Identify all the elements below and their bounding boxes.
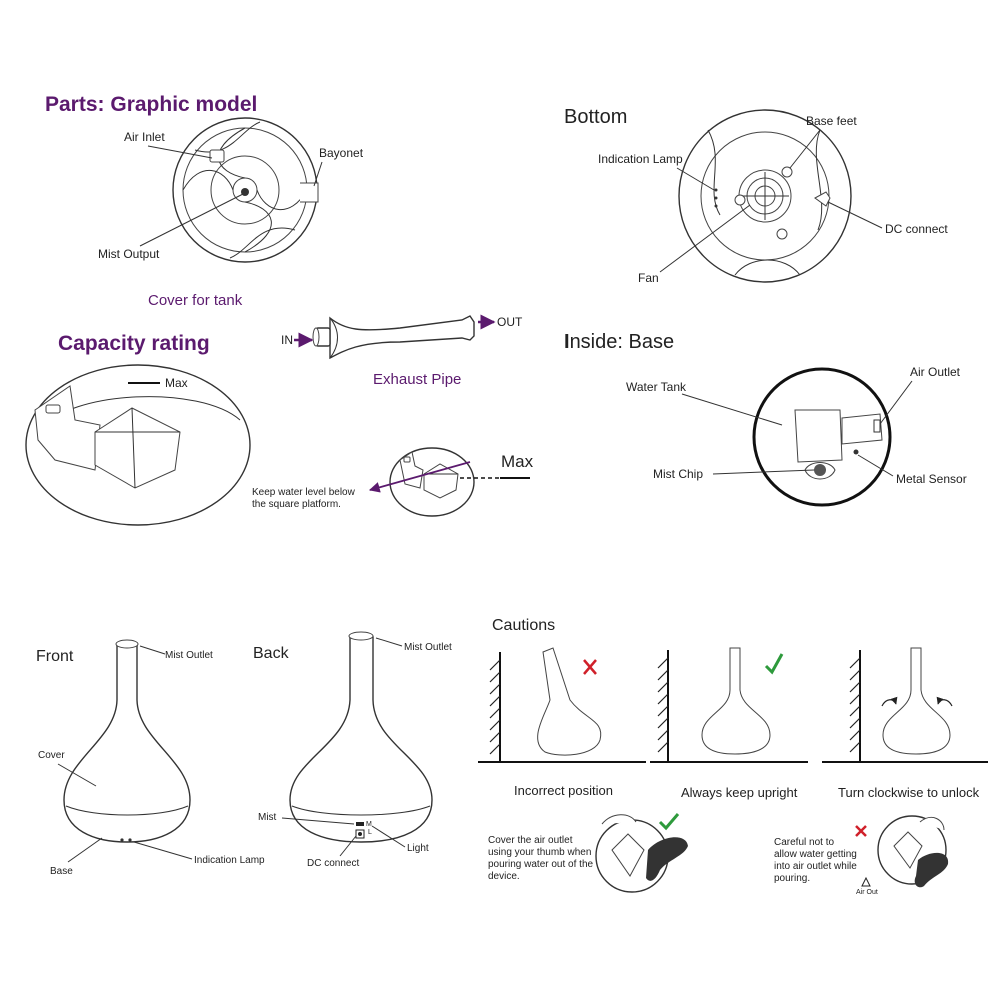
cover-outlet-line-3: pouring water out of the xyxy=(488,859,594,870)
cover-caption: Cover for tank xyxy=(148,292,243,309)
cover-outlet-line-1: Cover the air outlet xyxy=(488,835,573,846)
caution-incorrect-drawing xyxy=(478,647,646,763)
capacity-section: Capacity rating Max Max Keep water level… xyxy=(25,332,534,526)
parts-title: Parts: Graphic model xyxy=(45,93,257,116)
tank-cover-drawing xyxy=(172,117,319,263)
caution-upright-drawing xyxy=(650,647,808,763)
switch-m-label: M xyxy=(366,821,372,828)
parts-section: Parts: Graphic model Air Inlet Bayonet M… xyxy=(45,93,364,309)
always-upright-label: Always keep upright xyxy=(681,785,798,800)
caution-unlock-drawing xyxy=(822,647,988,763)
front-device-drawing xyxy=(63,639,191,843)
front-mist-outlet-label: Mist Outlet xyxy=(165,650,213,661)
capacity-small-drawing xyxy=(368,447,530,517)
inside-base-drawing xyxy=(752,367,892,507)
inside-title-rest: nside: Base xyxy=(570,331,675,353)
keep-water-line2: the square platform. xyxy=(252,499,341,510)
careful-line-4: pouring. xyxy=(774,873,810,884)
air-inlet-label: Air Inlet xyxy=(124,130,165,144)
pour-correct-drawing xyxy=(595,813,688,893)
turn-clockwise-label: Turn clockwise to unlock xyxy=(838,785,980,800)
exhaust-in-label: IN xyxy=(281,333,293,347)
inside-title: Inside: Base xyxy=(564,331,674,353)
capacity-title: Capacity rating xyxy=(58,332,210,355)
water-tank-label: Water Tank xyxy=(626,380,687,394)
keep-water-line1: Keep water level below xyxy=(252,487,356,498)
front-indication-lamp-label: Indication Lamp xyxy=(194,855,265,866)
base-label: Base xyxy=(50,866,73,877)
inside-section: Inside: Base Water Tank Air Outlet Mist … xyxy=(564,331,967,507)
careful-line-1: Careful not to xyxy=(774,837,834,848)
bottom-indication-lamp-label: Indication Lamp xyxy=(598,152,683,166)
careful-line-2: allow water getting xyxy=(774,849,857,860)
cautions-section: Cautions Incorrect position xyxy=(478,617,988,896)
bayonet-label: Bayonet xyxy=(319,146,364,160)
back-dc-connect-label: DC connect xyxy=(307,858,359,869)
air-outlet-label: Air Outlet xyxy=(910,365,961,379)
incorrect-position-label: Incorrect position xyxy=(514,783,613,798)
bottom-title: Bottom xyxy=(564,106,627,128)
back-device-drawing xyxy=(289,631,433,843)
back-section: Back Mist Outlet Mist M L Light DC conne… xyxy=(253,631,452,869)
mist-chip-label: Mist Chip xyxy=(653,467,703,481)
dc-connect-label: DC connect xyxy=(885,222,948,236)
careful-line-3: into air outlet while xyxy=(774,861,857,872)
cover-label: Cover xyxy=(38,750,65,761)
mist-output-label: Mist Output xyxy=(98,247,160,261)
pour-careful-drawing xyxy=(855,815,949,888)
exhaust-out-label: OUT xyxy=(497,315,523,329)
bottom-section: Bottom Base feet Indication Lamp DC conn… xyxy=(564,106,948,285)
base-bottom-drawing xyxy=(678,109,852,283)
air-out-label: Air Out xyxy=(856,889,878,896)
front-section: Front Mist Outlet Cover Base Indication … xyxy=(36,639,265,877)
cover-outlet-line-2: using your thumb when xyxy=(488,847,591,858)
front-title: Front xyxy=(36,648,74,665)
fan-label: Fan xyxy=(638,271,659,285)
base-feet-label: Base feet xyxy=(806,114,857,128)
exhaust-section: IN OUT Exhaust Pipe xyxy=(281,314,523,388)
metal-sensor-label: Metal Sensor xyxy=(896,472,967,486)
capacity-max-label-2: Max xyxy=(501,452,534,471)
mist-label: Mist xyxy=(258,812,277,823)
back-title: Back xyxy=(253,645,290,662)
exhaust-pipe-drawing xyxy=(312,315,475,360)
capacity-max-label: Max xyxy=(165,376,188,390)
capacity-drawing xyxy=(25,364,251,526)
cover-outlet-line-4: device. xyxy=(488,871,520,882)
switch-l-label: L xyxy=(368,829,372,836)
exhaust-caption: Exhaust Pipe xyxy=(373,371,461,388)
inside-title-initial: I xyxy=(564,331,570,353)
light-label: Light xyxy=(407,843,429,854)
back-mist-outlet-label: Mist Outlet xyxy=(404,642,452,653)
cautions-title: Cautions xyxy=(492,617,555,634)
